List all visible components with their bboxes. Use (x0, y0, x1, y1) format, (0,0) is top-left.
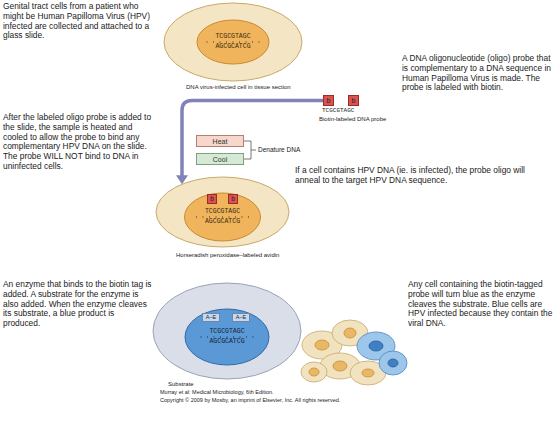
base-pair (239, 41, 240, 43)
cell-nucleus (185, 193, 261, 241)
biotin-tag: b (228, 194, 238, 204)
base-pair (235, 216, 236, 218)
step-text: Any cell containing the biotin-tagged pr… (408, 280, 554, 329)
cell-membrane (164, 3, 302, 81)
cell-cluster (301, 320, 407, 385)
step-text: Genital tract cells from a patient who m… (3, 2, 153, 41)
base-pair (196, 216, 197, 218)
base-pair (233, 336, 234, 338)
base-pair (242, 216, 243, 218)
probe-sequence: TCGCGTAGC (322, 107, 382, 114)
base-pair (246, 41, 247, 43)
figure-caption: DNA virus-infected cell in tissue sectio… (186, 84, 336, 91)
denature-bracket (244, 141, 256, 159)
base-pair (207, 41, 208, 43)
step-text: A DNA oligonucleotide (oligo) probe that… (402, 54, 554, 93)
base-pair (207, 336, 208, 338)
base-pair (259, 41, 260, 43)
box-text: Heat (213, 138, 228, 145)
cell-membrane (156, 177, 289, 247)
base-pair (227, 336, 228, 338)
base-pair (226, 41, 227, 43)
base-pair (214, 336, 215, 338)
base-pair (220, 336, 221, 338)
base-pair (248, 216, 249, 218)
base-pair (209, 216, 210, 218)
dna-sequence: AGCGCATCG (155, 218, 290, 226)
cell-outline (163, 2, 303, 82)
infected-cell: TCGCGTAGC AGCGCATCG (163, 2, 303, 82)
box-text: b (352, 97, 356, 104)
box-text: b (210, 196, 214, 203)
base-pair (252, 41, 253, 43)
base-pair (253, 336, 254, 338)
box-text: Cool (213, 156, 227, 163)
base-pair (233, 41, 234, 43)
cool-box: Cool (196, 153, 244, 165)
cell-nucleus (197, 20, 269, 64)
flow-arrow (176, 101, 323, 185)
enzyme-tag: A–E (202, 313, 220, 322)
box-text: b (327, 97, 331, 104)
base-pair (229, 216, 230, 218)
enzyme-tag: A–E (232, 313, 250, 322)
heat-box: Heat (196, 135, 244, 147)
base-pair (246, 336, 247, 338)
credit-line: Copyright © 2009 by Mosby, an imprint of… (160, 397, 460, 403)
dna-sequence: TCGCGTAGC (163, 33, 303, 41)
figure-caption: Substrate (168, 381, 228, 388)
credit-line: Murray et al: Medical Microbiology, 6th … (160, 389, 420, 395)
biotin-tag: b (348, 95, 359, 106)
cell-membrane (153, 283, 301, 379)
base-pair (213, 41, 214, 43)
step-text: After the labeled oligo probe is added t… (3, 113, 155, 172)
blue-cell: TCGCGTAGC AGCGCATCG A–E A–E (152, 282, 302, 380)
arrow-head (176, 175, 188, 184)
base-pair (222, 216, 223, 218)
bracket-label: Denature DNA (258, 146, 318, 154)
step-text: An enzyme that binds to the biotin tag i… (3, 280, 153, 329)
biotin-tag: b (323, 95, 334, 106)
annealed-cell: TCGCGTAGC AGCGCATCG b b (155, 176, 290, 248)
figure-caption: Horseradish peroxidase–labeled avidin (176, 252, 316, 259)
dna-sequence: TCGCGTAGC (152, 328, 302, 336)
base-pair (240, 336, 241, 338)
box-text: b (231, 196, 235, 203)
step-text: If a cell contains HPV DNA (ie. is infec… (295, 166, 540, 186)
box-text: A–E (236, 315, 246, 321)
arrow-shaft (182, 101, 323, 177)
base-pair (203, 216, 204, 218)
base-pair (220, 41, 221, 43)
box-text: A–E (206, 315, 216, 321)
base-pair (201, 336, 202, 338)
cell-nucleus (185, 309, 269, 365)
base-pair (216, 216, 217, 218)
dna-sequence: AGCGCATCG (152, 338, 302, 346)
dna-sequence: AGCGCATCG (163, 43, 303, 51)
figure-caption: Biotin-labeled DNA probe (319, 116, 409, 123)
biotin-tag: b (207, 194, 217, 204)
dna-sequence: TCGCGTAGC (155, 208, 290, 216)
